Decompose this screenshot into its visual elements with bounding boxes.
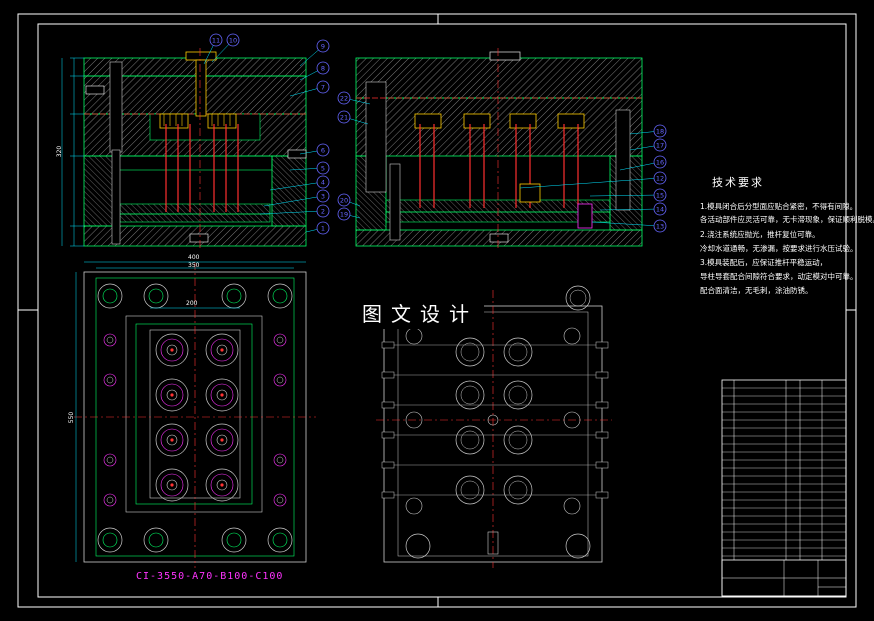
watermark: 图文设计	[356, 296, 484, 329]
tech-line-7: 配合面清洁，无毛刺，涂油防锈。	[700, 286, 813, 295]
tech-line-2: 各活动部件应灵活可靠，无卡滞现象，保证顺利脱模。	[700, 215, 874, 224]
balloon-left-5: 5	[321, 165, 325, 173]
balloon-right-22: 22	[340, 95, 348, 103]
balloons-left: 11 10 9 8 7 6 5 4 3 2 1	[203, 33, 330, 235]
balloon-left-3: 3	[321, 193, 325, 201]
bom-table	[721, 379, 847, 597]
balloon-right-20: 20	[340, 197, 348, 205]
tech-line-5: 3.模具装配后，应保证推杆平稳运动，	[700, 258, 828, 267]
balloon-right-12: 12	[656, 175, 664, 183]
balloon-left-4: 4	[321, 179, 325, 187]
balloon-left-6: 6	[321, 147, 325, 155]
balloon-right-21: 21	[340, 114, 348, 122]
balloon-right-17: 17	[656, 142, 664, 150]
right-plan-view	[376, 285, 612, 568]
balloon-right-18: 18	[656, 128, 664, 136]
balloon-right-15: 15	[656, 192, 664, 200]
tech-line-3: 2.浇注系统应抛光，推杆复位可靠。	[700, 230, 820, 239]
mold-base-code: CI-3550-A70-B100-C100	[136, 571, 284, 582]
right-section-view	[355, 48, 643, 250]
balloon-right-16: 16	[656, 159, 664, 167]
dim-plan-cavity: 200	[186, 300, 198, 307]
balloon-left-7: 7	[321, 84, 325, 92]
balloons-right: 22 21 18 17 16 15 14 13 12 20 19	[337, 91, 667, 233]
left-plan-view	[74, 261, 316, 568]
left-section-view	[61, 48, 307, 250]
dim-plan-inner: 350	[188, 262, 200, 269]
tech-line-6: 导柱导套配合间隙符合要求，动定模对中可靠。	[700, 272, 858, 281]
balloon-right-13: 13	[656, 223, 664, 231]
balloon-left-11: 11	[212, 37, 220, 45]
dim-section-height: 320	[56, 145, 64, 158]
tech-requirements-heading: 技术要求	[712, 176, 764, 189]
balloon-left-10: 10	[229, 37, 237, 45]
balloon-left-8: 8	[321, 65, 325, 73]
dim-plan-outer: 400	[188, 254, 200, 261]
balloon-right-14: 14	[656, 206, 664, 214]
dim-plan-height: 550	[68, 411, 76, 424]
balloon-left-9: 9	[321, 43, 325, 51]
tech-line-1: 1.模具闭合后分型面应贴合紧密，不得有间隙。	[700, 202, 858, 211]
balloon-left-1: 1	[321, 225, 325, 233]
tech-line-4: 冷却水道通畅，无渗漏，按要求进行水压试验。	[700, 244, 858, 253]
balloon-left-2: 2	[321, 208, 325, 216]
balloon-right-19: 19	[340, 211, 348, 219]
